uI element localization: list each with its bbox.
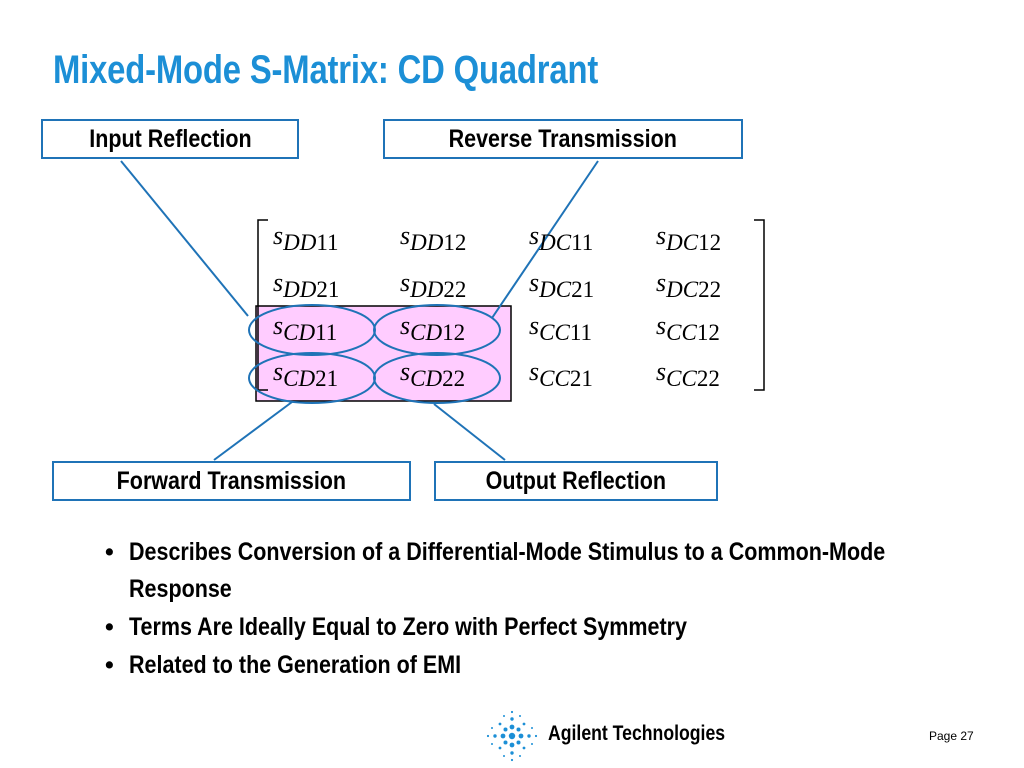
label-reverse-transmission: Reverse Transmission [383, 119, 743, 159]
matrix-entry-cd12: sCD12 [400, 311, 465, 345]
connector-output-reflection [433, 403, 506, 461]
matrix-entry-cd11: sCD11 [273, 311, 337, 345]
label-forward-transmission: Forward Transmission [52, 461, 411, 501]
bullet-list: • Describes Conversion of a Differential-… [105, 534, 1005, 685]
connector-reverse-transmission [491, 160, 599, 319]
matrix-entry-cc12: sCC12 [656, 311, 720, 345]
matrix-entry-dd11: sDD11 [273, 221, 339, 255]
matrix-entry-dc22: sDC22 [656, 268, 721, 302]
label-forward-transmission-text: Forward Transmission [116, 466, 347, 495]
company-name: Agilent Technologies [548, 722, 726, 745]
label-output-reflection-text: Output Reflection [485, 466, 667, 495]
matrix-entry-cc11: sCC11 [529, 311, 592, 345]
matrix-entry-dd22: sDD22 [400, 268, 466, 302]
bullet-item: • Related to the Generation of EMI [105, 647, 1005, 684]
agilent-spark-icon [486, 710, 538, 762]
bullet-dot: • [105, 613, 114, 641]
matrix-entries: sDD11 sDD12 sDC11 sDC12 sDD21 sDD22 sDC21 sDC22… [273, 221, 721, 391]
bullet-dot: • [105, 651, 114, 679]
bullet-text: Describes Conversion of a Differential-M… [129, 538, 886, 603]
matrix-entry-dc12: sDC12 [656, 221, 721, 255]
bullet-text: Related to the Generation of EMI [129, 651, 462, 679]
label-output-reflection: Output Reflection [434, 461, 718, 501]
ellipse-cd22 [373, 352, 501, 404]
connector-input-reflection [120, 160, 249, 317]
matrix-entry-dd12: sDD12 [400, 221, 466, 255]
label-input-reflection-text: Input Reflection [88, 124, 252, 153]
bullet-item: • Describes Conversion of a Differential-… [105, 534, 1005, 608]
matrix-entry-dc11: sDC11 [529, 221, 593, 255]
label-reverse-transmission-text: Reverse Transmission [448, 124, 678, 153]
label-input-reflection: Input Reflection [41, 119, 299, 159]
connector-forward-transmission [213, 401, 293, 461]
matrix-entry-dd21: sDD21 [273, 268, 339, 302]
bullet-text: Terms Are Ideally Equal to Zero with Per… [129, 613, 687, 641]
matrix-entry-cd22: sCD22 [400, 357, 465, 391]
slide-title: Mixed-Mode S-Matrix: CD Quadrant [53, 48, 599, 92]
matrix-entry-cc22: sCC22 [656, 357, 720, 391]
ellipse-cd12 [373, 304, 501, 356]
page-number: Page 27 [929, 729, 974, 743]
matrix-left-bracket [257, 219, 268, 391]
bullet-dot: • [105, 538, 114, 566]
bullet-item: • Terms Are Ideally Equal to Zero with Pe… [105, 609, 1005, 646]
matrix-entry-dc21: sDC21 [529, 268, 594, 302]
matrix-entry-cc21: sCC21 [529, 357, 593, 391]
matrix-right-bracket [754, 219, 765, 391]
matrix-entry-cd21: sCD21 [273, 357, 338, 391]
